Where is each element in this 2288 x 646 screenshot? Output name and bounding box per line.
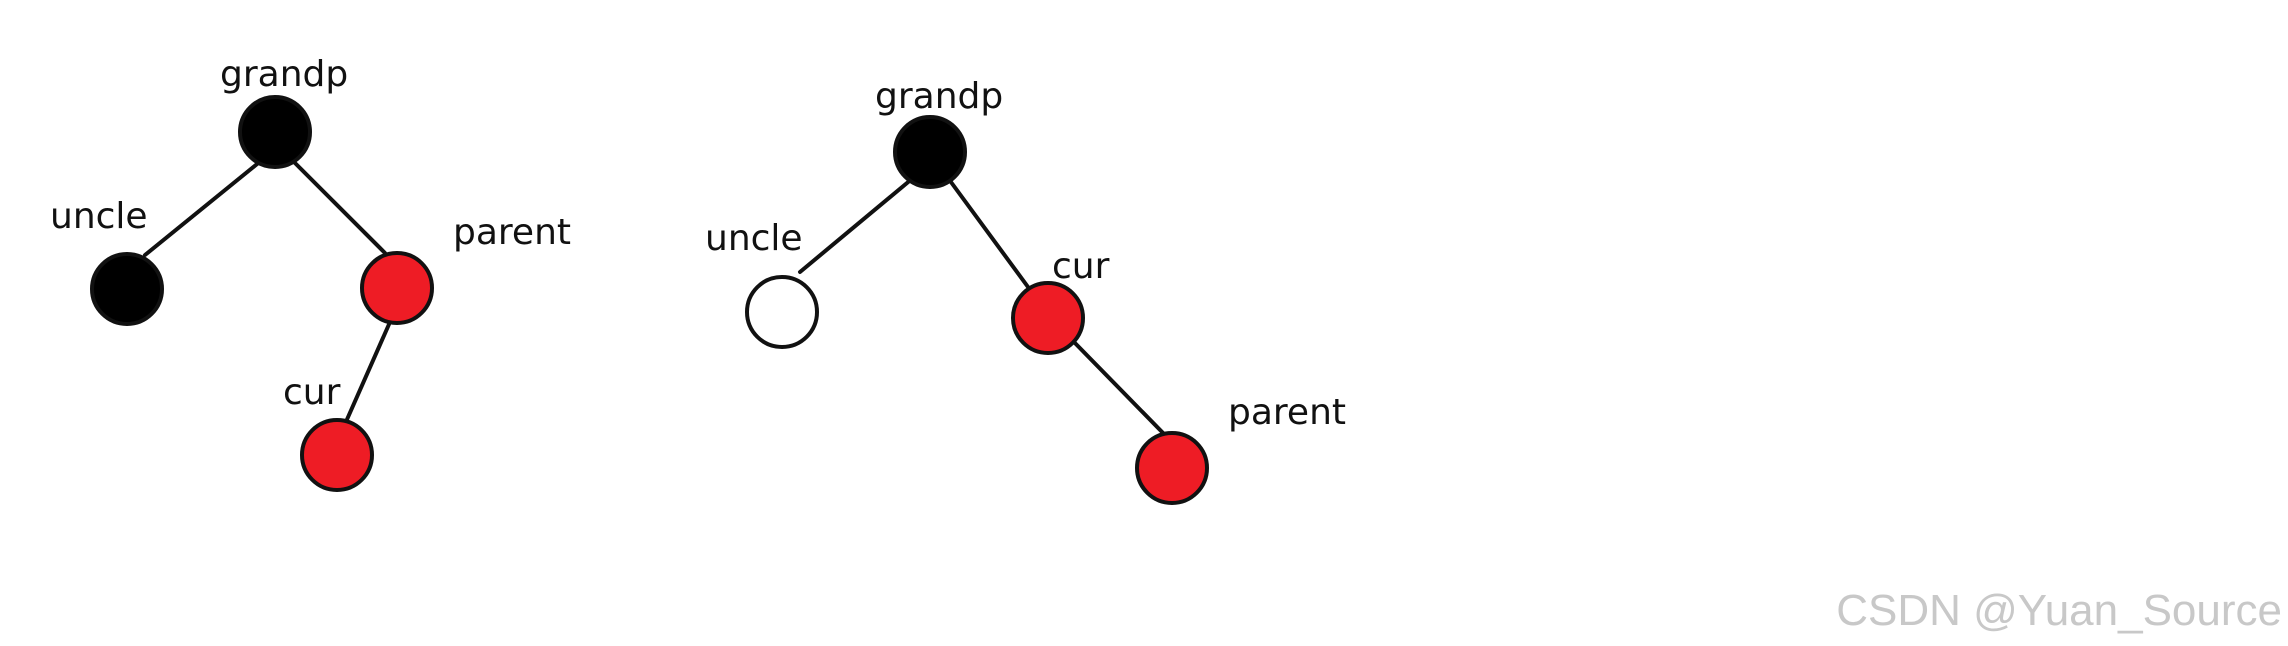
tree-2: grandp uncle cur parent: [705, 76, 1346, 505]
tree1-grandp-node: [238, 95, 312, 169]
watermark: CSDN @Yuan_Source: [1836, 586, 2282, 635]
tree2-cur-node: [1011, 281, 1085, 355]
edge-grandp-parent: [290, 158, 387, 255]
tree1-cur-node: [300, 418, 374, 492]
tree-1: grandp uncle parent cur: [50, 54, 571, 492]
tree2-grandp-label: grandp: [875, 76, 1003, 117]
tree1-parent-node: [360, 251, 434, 325]
edge-cur-parent: [1070, 338, 1167, 437]
edge-parent-cur: [343, 320, 392, 426]
edge-grandp-cur: [946, 176, 1030, 289]
tree2-uncle-label: uncle: [705, 218, 803, 259]
edge-grandp-uncle: [798, 176, 915, 274]
edge-grandp-uncle: [143, 158, 264, 257]
tree2-grandp-node: [893, 115, 967, 189]
tree2-parent-label: parent: [1228, 392, 1346, 433]
tree1-uncle-label: uncle: [50, 196, 148, 237]
tree1-uncle-node: [90, 252, 164, 326]
tree1-cur-label: cur: [283, 372, 341, 413]
tree2-parent-node: [1135, 431, 1209, 505]
tree2-uncle-node: [745, 275, 819, 349]
tree1-grandp-label: grandp: [220, 54, 348, 95]
tree1-parent-label: parent: [453, 212, 571, 253]
tree2-cur-label: cur: [1052, 246, 1110, 287]
